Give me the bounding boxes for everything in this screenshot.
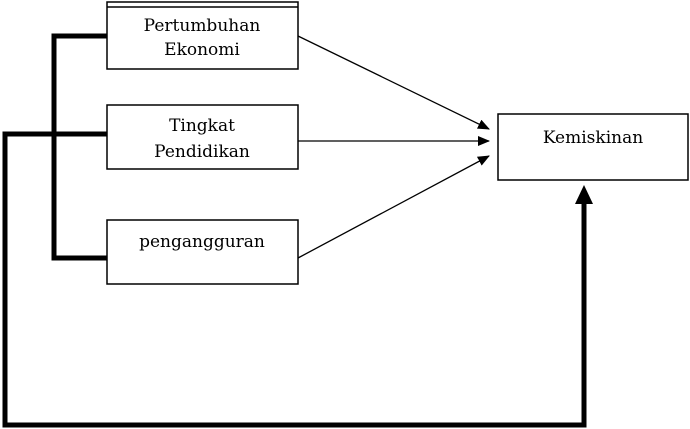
node-tingkat-line2: Pendidikan	[154, 142, 250, 162]
combined-feedback-line	[2, 131, 587, 428]
node-pertumbuhan-ekonomi: Pertumbuhan Ekonomi	[106, 1, 299, 70]
arrow-pengangguran-to-kemiskinan	[297, 155, 490, 259]
node-pengangguran: pengangguran	[106, 219, 299, 285]
arrow-pertumbuhan-to-kemiskinan	[297, 35, 490, 130]
node-kemiskinan-frame	[497, 113, 689, 181]
bracket-line	[51, 33, 107, 261]
node-pengangguran-frame	[106, 219, 299, 285]
node-pertumbuhan-line1: Pertumbuhan	[144, 16, 261, 36]
node-pertumbuhan-line2: Ekonomi	[164, 40, 240, 60]
node-pengangguran-label: pengangguran	[139, 232, 265, 252]
combined-arrowhead	[575, 185, 593, 204]
node-tingkat-line1: Tingkat	[169, 116, 235, 136]
combined-connector	[2, 33, 587, 428]
node-kemiskinan-label: Kemiskinan	[543, 128, 643, 148]
node-pertumbuhan-frame	[106, 1, 299, 70]
node-kemiskinan: Kemiskinan	[497, 113, 689, 181]
node-tingkat-pendidikan: Tingkat Pendidikan	[106, 104, 299, 170]
node-tingkat-frame	[106, 104, 299, 170]
